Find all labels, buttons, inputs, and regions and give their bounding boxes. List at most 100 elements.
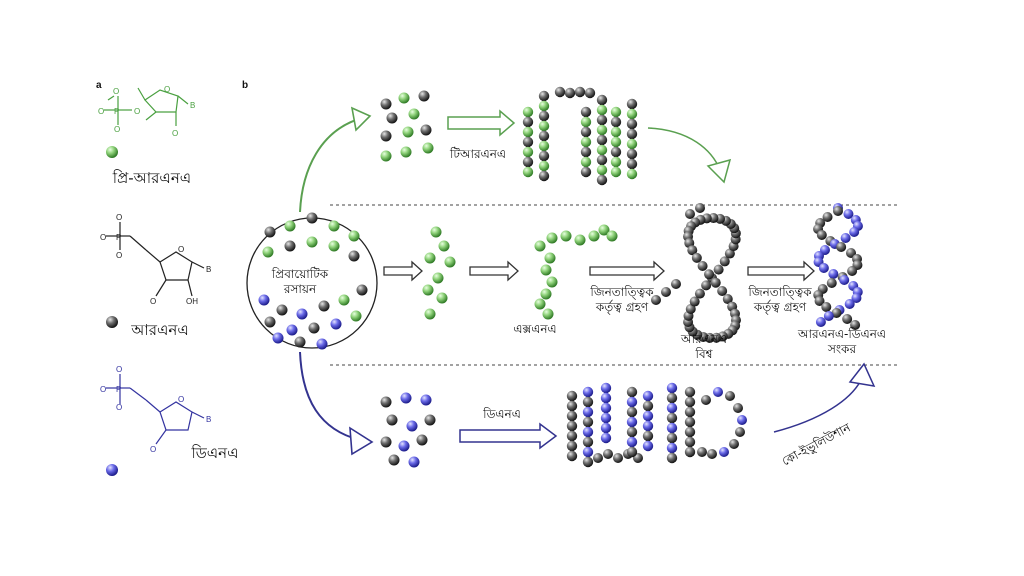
green-bead <box>626 138 638 150</box>
trna-label: টিআরএনএ <box>449 147 506 161</box>
black-bead <box>380 98 392 110</box>
black-bead <box>580 126 592 138</box>
green-bead <box>328 220 340 232</box>
black-bead <box>671 279 681 289</box>
black-bead <box>580 146 592 158</box>
green-bead <box>380 150 392 162</box>
svg-text:O: O <box>116 365 122 374</box>
black-bead <box>308 322 320 334</box>
green-bead <box>596 104 608 116</box>
black-bead <box>538 170 550 182</box>
black-bead <box>554 86 566 98</box>
genetic-takeover-2-line1: জিনতাত্ত্বিক <box>747 285 812 300</box>
black-bead <box>613 453 623 463</box>
green-bead <box>606 230 618 242</box>
svg-text:B: B <box>190 101 195 110</box>
black-bead <box>610 116 622 128</box>
black-bead <box>386 112 398 124</box>
black-bead <box>697 447 707 457</box>
green-bead <box>596 164 608 176</box>
black-bead <box>816 230 827 240</box>
black-bead <box>814 296 825 306</box>
pre-rna-atoms: P O O O O O B O <box>98 85 195 138</box>
svg-text:O: O <box>178 395 184 404</box>
black-bead <box>580 166 592 178</box>
green-bead <box>534 298 546 310</box>
green-bead <box>408 108 420 120</box>
green-bead <box>596 124 608 136</box>
blue-bead <box>600 392 612 404</box>
dna-legend-label: ডিএনএ <box>190 444 238 462</box>
black-bead <box>689 296 700 307</box>
blue-bead <box>626 416 638 428</box>
black-bead <box>582 416 594 428</box>
black-bead <box>380 130 392 142</box>
svg-text:O: O <box>116 403 122 412</box>
black-bead <box>826 278 837 288</box>
svg-text:B: B <box>206 265 211 274</box>
black-bead <box>684 386 696 398</box>
genetic-takeover-1-line2: কর্তৃত্ব গ্রহণ <box>595 300 649 315</box>
arrow-to-trna-head <box>350 106 372 132</box>
blue-bead <box>420 394 432 406</box>
blue-bead <box>296 308 308 320</box>
prebiotic-bead-mixture <box>258 212 368 350</box>
black-bead <box>661 287 671 297</box>
blue-bead <box>400 392 412 404</box>
green-bead <box>284 220 296 232</box>
blue-bead <box>642 390 654 402</box>
blue-bead <box>666 422 678 434</box>
rna-legend-label: আরএনএ <box>130 321 189 339</box>
blue-bead <box>815 317 826 327</box>
black-bead <box>626 158 638 170</box>
black-bead <box>566 430 578 442</box>
green-bead <box>430 226 442 238</box>
black-bead <box>538 90 550 102</box>
blue-bead <box>666 402 678 414</box>
black-bead <box>596 154 608 166</box>
svg-text:O: O <box>100 233 106 242</box>
genetic-takeover-2-line2: কর্তৃত্ব গ্রহণ <box>753 300 807 315</box>
black-bead <box>691 252 702 263</box>
black-bead <box>416 434 428 446</box>
blue-bead <box>840 233 851 243</box>
blue-bead <box>626 436 638 448</box>
black-bead <box>822 212 833 222</box>
black-bead <box>685 209 695 219</box>
arrow-to-dna-head <box>349 426 374 456</box>
black-bead <box>566 450 578 462</box>
black-bead <box>626 128 638 140</box>
green-bead <box>538 140 550 152</box>
block-arrow-center-1 <box>383 260 423 282</box>
panel-b-label: b <box>242 80 248 91</box>
blue-bead <box>600 412 612 424</box>
blue-bead <box>330 318 342 330</box>
black-bead <box>294 336 306 348</box>
svg-text:O: O <box>100 385 106 394</box>
blue-bead <box>843 209 854 219</box>
blue-bead <box>582 446 594 458</box>
black-bead <box>697 260 708 271</box>
blue-bead <box>582 386 594 398</box>
pre-rna-legend-label: প্রি-আরএনএ <box>112 169 191 187</box>
black-bead <box>684 416 696 428</box>
black-bead <box>574 86 586 98</box>
dna-atoms: P O O O O B O <box>100 365 211 454</box>
blue-bead <box>851 293 862 303</box>
black-bead <box>582 436 594 448</box>
curved-arrow-trna-to-world <box>647 127 732 184</box>
blue-bead <box>844 299 855 309</box>
blue-bead <box>642 440 654 452</box>
black-bead <box>566 440 578 452</box>
svg-text:O: O <box>164 85 170 94</box>
dna-legend-bead <box>106 464 118 476</box>
black-bead <box>610 146 622 158</box>
pre-rna-structure <box>104 87 189 126</box>
genetic-takeover-1-line1: জিনতাত্ত্বিক <box>589 285 654 300</box>
rna-structure <box>106 222 205 297</box>
green-bead <box>522 166 534 178</box>
black-bead <box>380 396 392 408</box>
black-bead <box>566 400 578 412</box>
black-bead <box>821 302 832 312</box>
black-bead <box>584 87 596 99</box>
